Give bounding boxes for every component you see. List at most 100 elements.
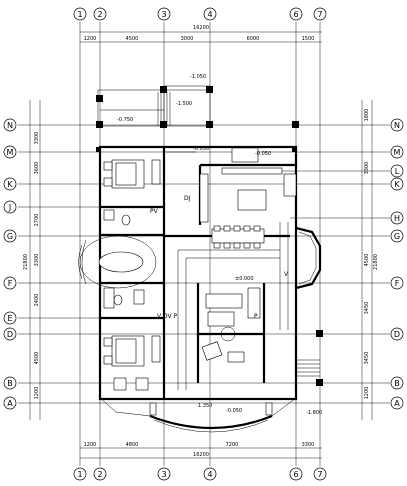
axis-left-J: J [3,200,17,214]
axis-left-N-label: N [7,121,13,130]
top-dim-1: 4500 [126,36,139,42]
left-dim-6: 1200 [34,387,40,400]
right-dim-1: 3300 [364,162,370,175]
axis-top-1-label: 1 [77,10,82,19]
axis-right-B-label: B [394,379,400,388]
axis-bottom-7-label: 7 [317,470,322,479]
axis-top-6-label: 6 [293,10,298,19]
right-dim-3: 3450 [364,302,370,315]
top-dim-4: 1500 [302,36,315,42]
label-p: P [254,313,258,320]
bottom-terrace [99,397,297,433]
left-dim-4: 2400 [34,294,40,307]
axis-right-F-label: F [395,279,400,288]
axis-top-1: 1 [73,7,87,21]
axis-right-M-label: M [394,148,401,157]
axis-top-3: 3 [157,7,171,21]
axis-bottom-1-label: 1 [77,470,82,479]
axis-left-N: N [3,118,17,132]
oval-staircase [78,235,157,289]
left-dim-3: 3300 [34,254,40,267]
text-labels: -1.050 -1.500 -0.750 -0.050 ±0.000 -0.05… [117,74,322,416]
axis-left-D: D [3,327,17,341]
elev-c: -0.050 [193,146,209,152]
axis-left-G-label: G [7,232,13,241]
living-room-furniture [201,287,261,363]
left-dim-5: 4500 [34,352,40,365]
elev-d: ±0.000 [235,276,254,282]
axis-left-K: K [3,177,17,191]
elev-top: -1.050 [190,74,206,80]
bottom-dim-2: 7200 [226,442,239,448]
right-dim-0: 1800 [364,109,370,122]
axis-right-F: F [390,276,404,290]
axis-bottom-2: 2 [93,467,107,481]
axis-left-M-label: M [7,148,14,157]
axis-right-K-label: K [394,180,400,189]
elev-a: -1.500 [176,101,192,107]
right-dim-2: 4500 [364,254,370,267]
right-total-dim: 21800 [373,254,379,270]
bottom-dim-1: 4800 [126,442,139,448]
axis-bottom-1: 1 [73,467,87,481]
right-bay [295,226,322,290]
axis-top-4-label: 4 [207,10,212,19]
axis-right-G: G [390,229,404,243]
axis-left-B: B [3,376,17,390]
axis-right-D-label: D [394,330,400,339]
axis-left-A-label: A [7,399,13,408]
axis-top-2: 2 [93,7,107,21]
axis-left-F-label: F [8,279,13,288]
bedroom-bottom-furniture [103,335,161,391]
right-steps [296,359,320,377]
left-dim-1: 3600 [34,162,40,175]
axis-top-4: 4 [203,7,217,21]
bedroom-top-furniture [103,159,161,189]
entry-steps [157,92,171,126]
left-dim-0: 3300 [34,132,40,145]
bottom-dim: 1.350 [198,403,212,409]
axis-left-G: G [3,229,17,243]
axis-top-7: 7 [313,7,327,21]
kitchen-dining [199,147,297,249]
axis-right-L-label: L [395,167,400,176]
top-total-dim: 16200 [193,25,209,31]
axis-left-M: M [3,145,17,159]
elev-g: -1.800 [306,410,322,416]
right-dim-4: 3450 [364,352,370,365]
left-total-dim: 21800 [23,254,29,270]
axis-top-7-label: 7 [317,10,322,19]
elev-e: -0.050 [255,151,271,157]
axis-left-E-label: E [7,314,12,323]
axis-right-N: N [390,118,404,132]
corridor-lines [166,151,289,390]
elev-b: -0.750 [117,117,133,123]
axis-left-B-label: B [7,379,13,388]
axis-bottom-6: 6 [289,467,303,481]
axis-left-D-label: D [7,330,13,339]
axis-left-A: A [3,396,17,410]
axis-right-B: B [390,376,404,390]
axis-bottom-4: 4 [203,467,217,481]
label-pv: PV [150,208,159,215]
axis-right-D: D [390,327,404,341]
axis-bottom-6-label: 6 [293,470,298,479]
axis-right-A-label: A [394,399,400,408]
top-dim-2: 3000 [181,36,194,42]
axis-right-G-label: G [394,232,400,241]
axis-right-L: L [390,164,404,178]
label-v-dv-p: V DV P [157,313,178,320]
axis-right-K: K [390,177,404,191]
axis-right-A: A [390,396,404,410]
bottom-dim-3: 3300 [302,442,315,448]
right-dim-5: 1200 [364,387,370,400]
elev-f: -0.050 [226,408,242,414]
bottom-dim-0: 1200 [84,442,97,448]
top-dim-3: 6000 [247,36,260,42]
axis-bottom-3-label: 3 [161,470,166,479]
axis-bottom-7: 7 [313,467,327,481]
axis-left-J-label: J [8,203,11,212]
columns [96,86,323,386]
